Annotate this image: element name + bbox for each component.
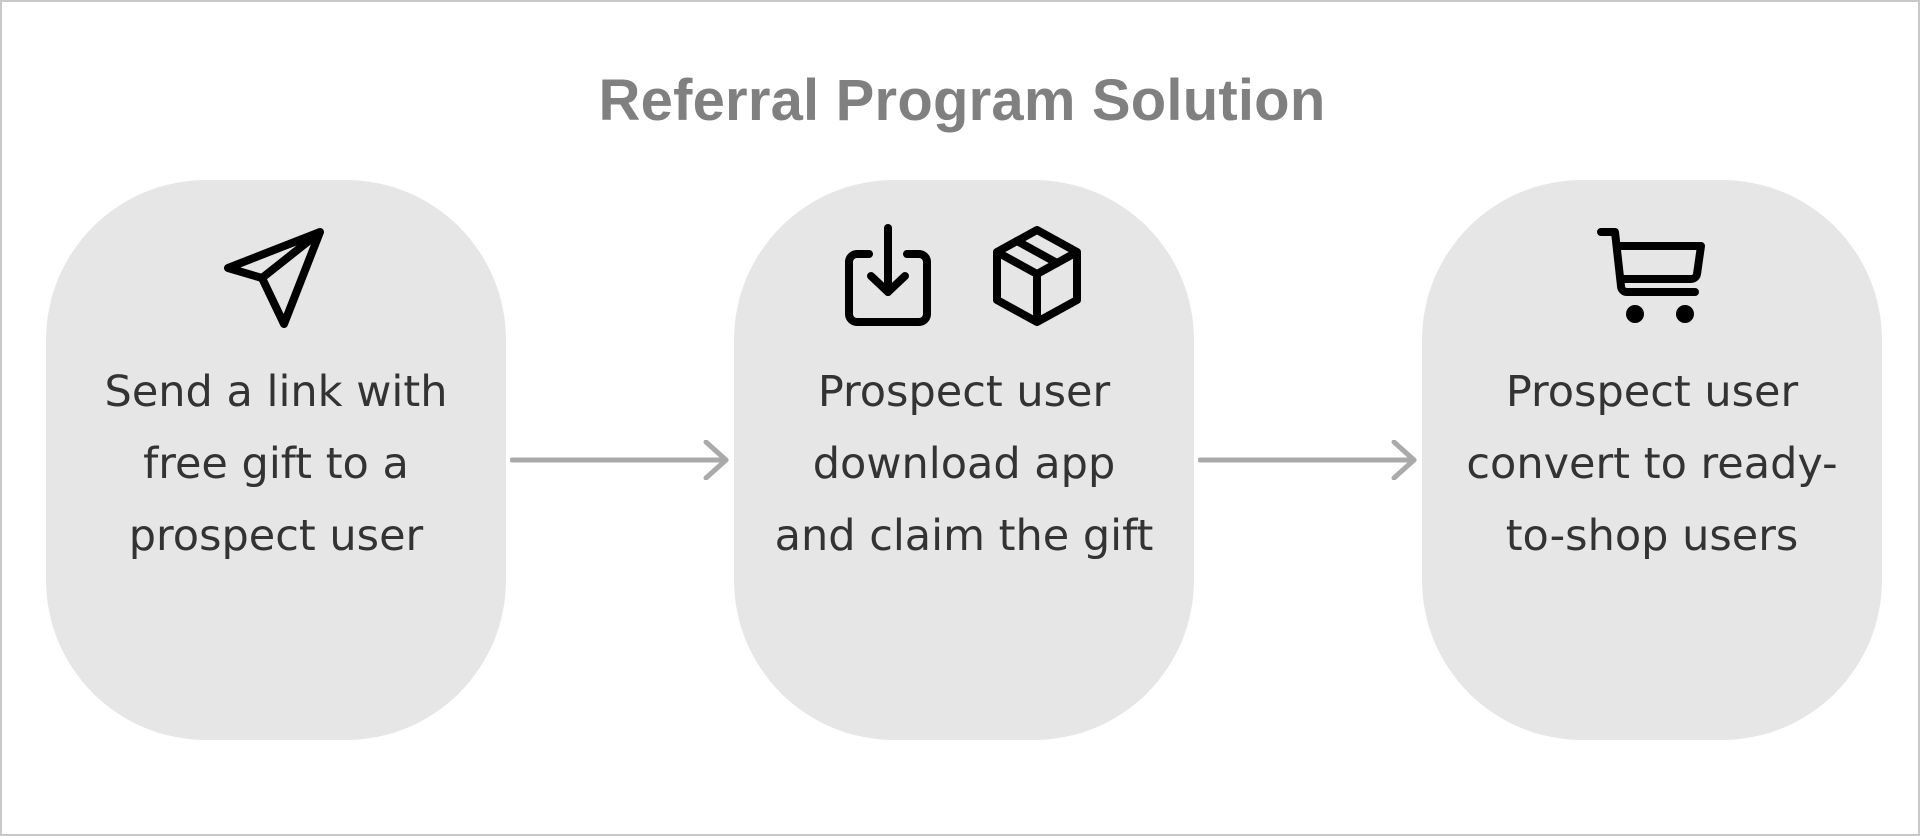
- step-text-line: convert to ready-: [1466, 439, 1838, 489]
- step-card-convert-users: Prospect user convert to ready- to-shop …: [1422, 180, 1882, 740]
- step-text: Prospect user convert to ready- to-shop …: [1442, 356, 1862, 572]
- step-text-line: to-shop users: [1505, 511, 1799, 561]
- step-text-line: prospect user: [128, 511, 424, 561]
- step-text-line: download app: [812, 439, 1116, 489]
- send-icon: [224, 224, 328, 328]
- step-text: Send a link with free gift to a prospect…: [66, 356, 486, 572]
- package-icon: [989, 224, 1085, 328]
- step-card-download-app: Prospect user download app and claim the…: [734, 180, 1194, 740]
- step-icons: [46, 224, 506, 328]
- step-text: Prospect user download app and claim the…: [754, 356, 1174, 572]
- step-text-line: and claim the gift: [774, 511, 1154, 561]
- step-text-line: Prospect user: [817, 367, 1111, 417]
- step-text-line: free gift to a: [143, 439, 409, 489]
- step-text-line: Send a link with: [104, 367, 448, 417]
- step-card-send-link: Send a link with free gift to a prospect…: [46, 180, 506, 740]
- diagram-title: Referral Program Solution: [598, 68, 1326, 133]
- step-icons: [1422, 224, 1882, 328]
- download-icon: [843, 224, 933, 328]
- step-icons: [734, 224, 1194, 328]
- arrow-right-icon: [510, 440, 729, 480]
- shopping-cart-icon: [1597, 224, 1707, 328]
- step-text-line: Prospect user: [1505, 367, 1799, 417]
- arrow-right-icon: [1198, 440, 1417, 480]
